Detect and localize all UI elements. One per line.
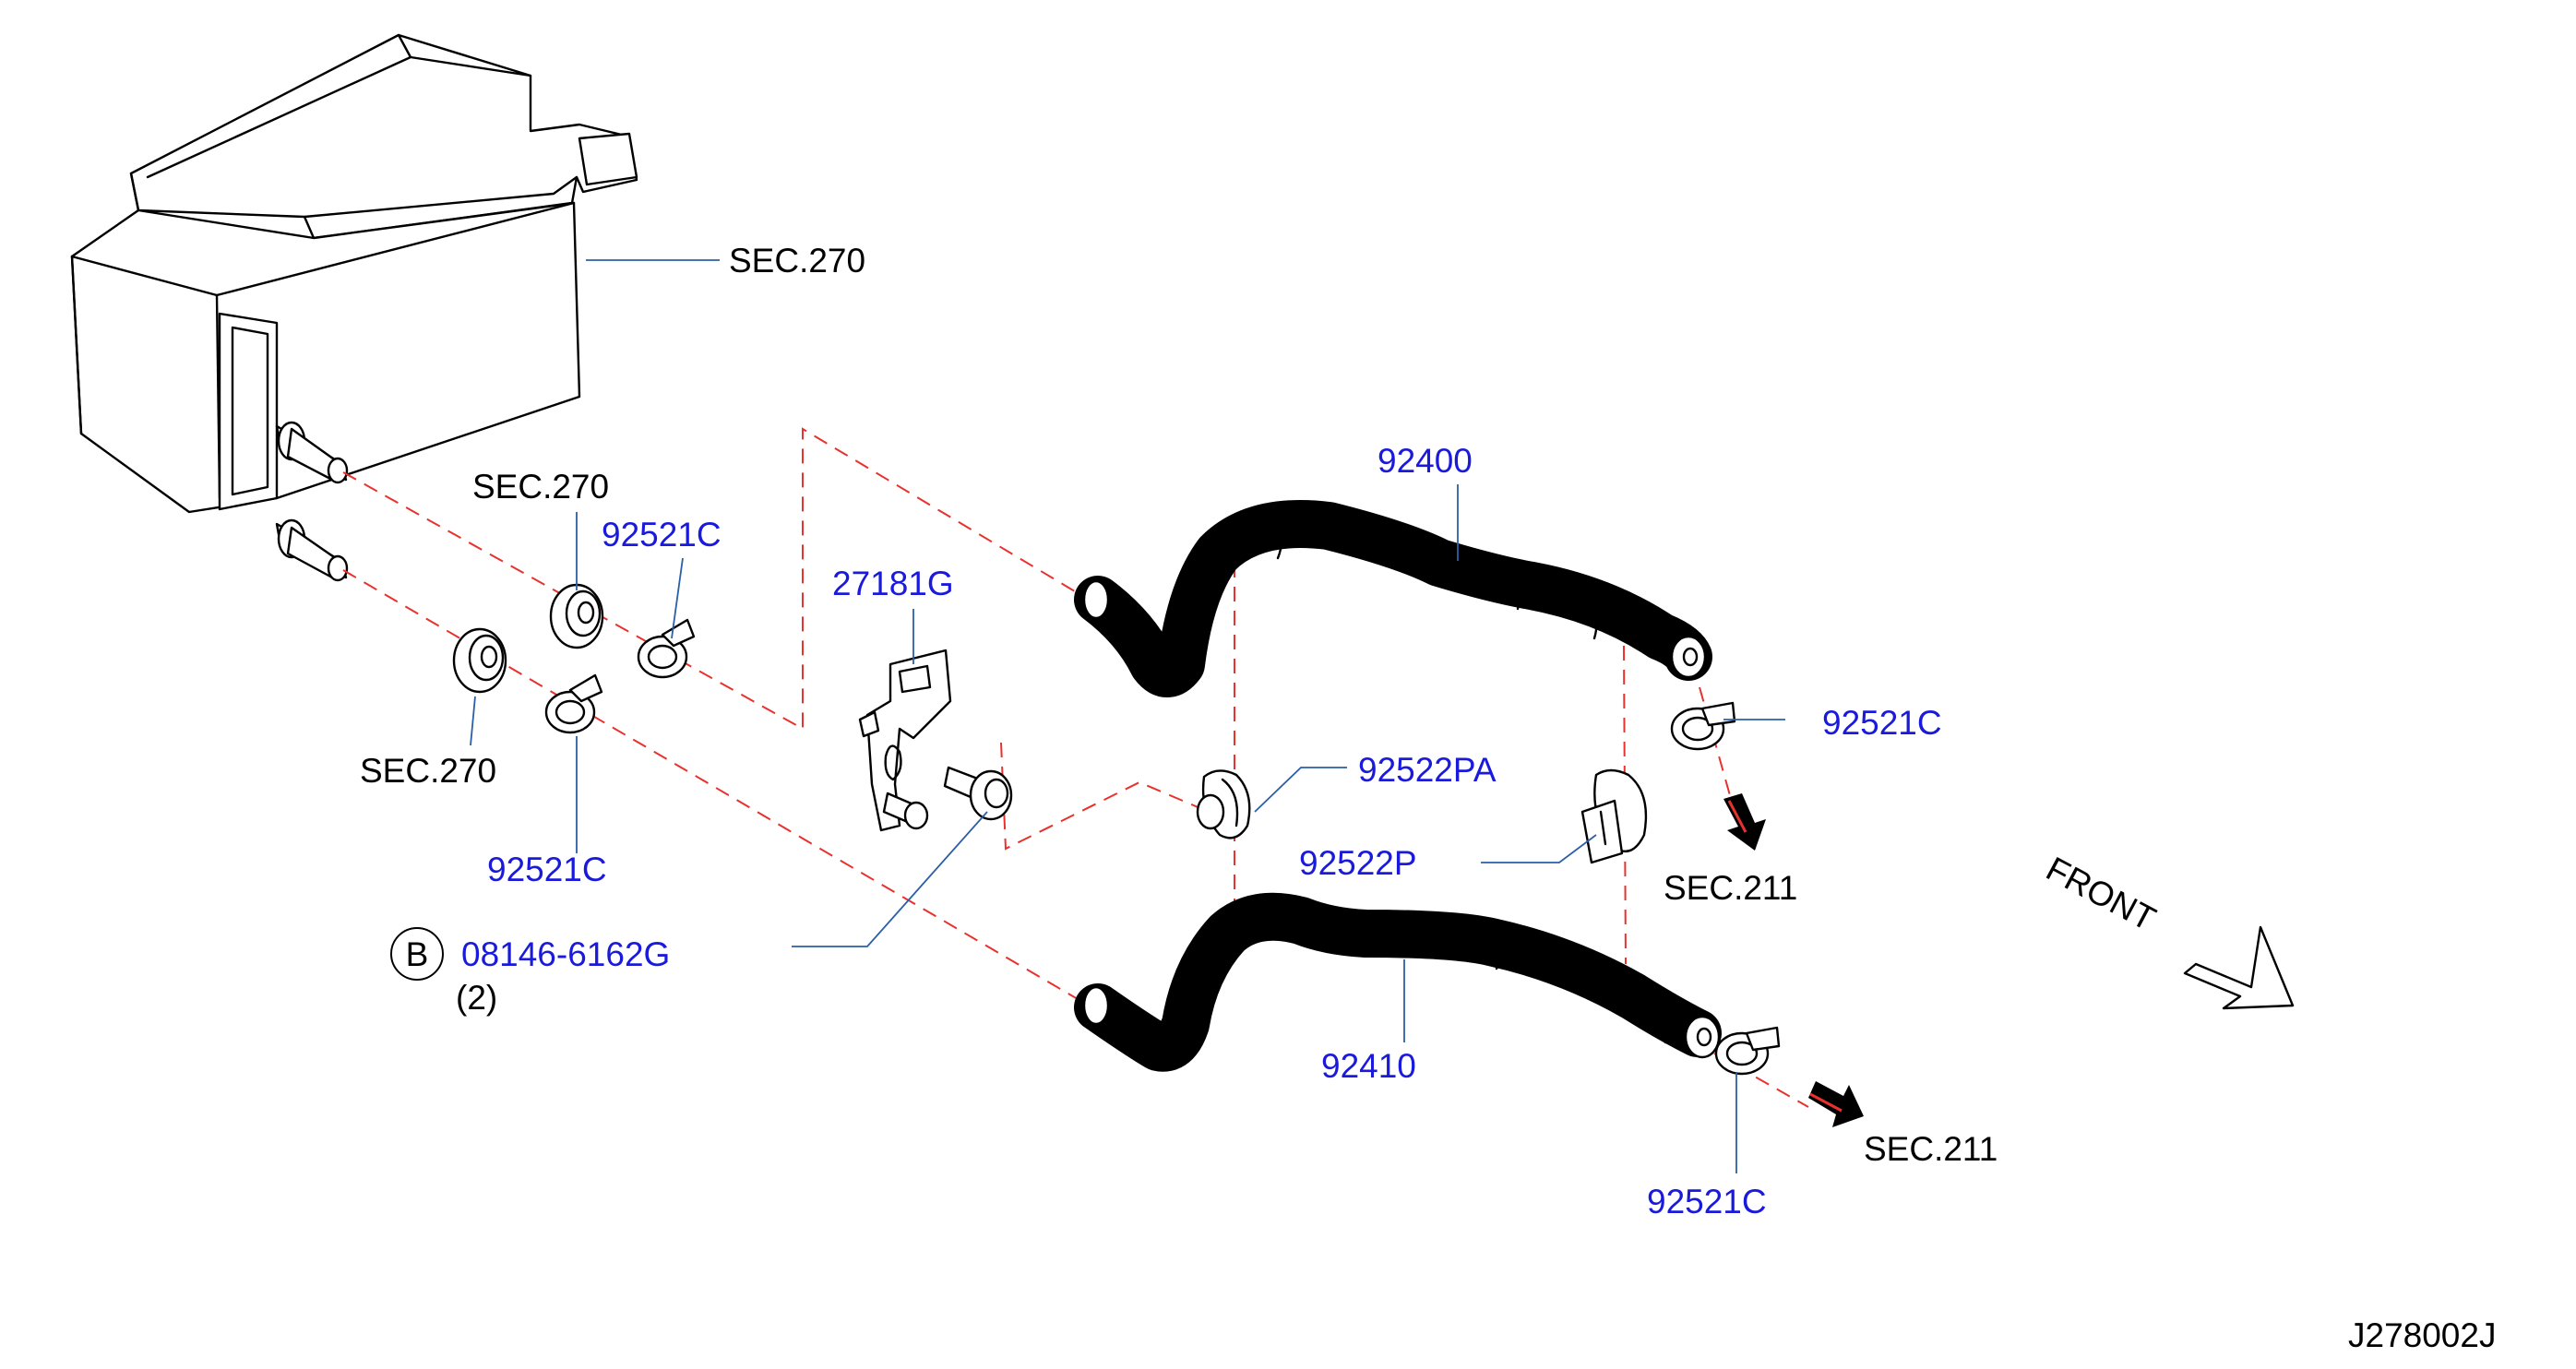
hose-clamp-lower-left bbox=[544, 673, 603, 734]
diagram-id: J278002J bbox=[2348, 1316, 2496, 1354]
hose-upper bbox=[1074, 500, 1712, 697]
section-ref-outlet-lower: SEC.211 bbox=[1864, 1130, 1998, 1168]
leader-lines bbox=[470, 259, 1785, 1173]
part-number-clamp-right-lower: 92521C bbox=[1647, 1183, 1767, 1220]
bolt-marker-circle bbox=[390, 927, 444, 981]
section-ref-outlet-upper: SEC.211 bbox=[1664, 869, 1797, 907]
part-number-bracket: 27181G bbox=[832, 565, 954, 602]
grommet-lower bbox=[452, 627, 507, 694]
section-ref-lower-grommet: SEC.270 bbox=[360, 752, 496, 790]
part-number-hose-lower: 92410 bbox=[1321, 1047, 1416, 1085]
canister-port-upper bbox=[275, 421, 349, 484]
hose-clamp-right-upper bbox=[1670, 701, 1736, 751]
bolt-marker-letter: B bbox=[406, 935, 429, 973]
part-number-clip-p: 92522P bbox=[1299, 844, 1417, 882]
hose-clamp-right-lower bbox=[1714, 1026, 1781, 1076]
part-number-clamp-lower-left: 92521C bbox=[487, 851, 607, 888]
bolt-upper bbox=[943, 766, 1013, 821]
evap-canister bbox=[70, 33, 638, 582]
part-number-clamp-right-upper: 92521C bbox=[1822, 704, 1942, 742]
canister-port-lower bbox=[275, 518, 349, 582]
part-number-hose-upper: 92400 bbox=[1377, 442, 1473, 480]
hose-clip-p bbox=[1580, 768, 1648, 864]
hose-clamp-upper-left bbox=[637, 618, 696, 679]
bolt-quantity: (2) bbox=[456, 979, 497, 1017]
solid-arrow-icon bbox=[1808, 1081, 1864, 1127]
front-direction-label: FRONT bbox=[2040, 850, 2162, 938]
bolt-lower bbox=[882, 792, 929, 830]
hose-clip-pa bbox=[1196, 769, 1251, 839]
section-ref-upper-grommet: SEC.270 bbox=[472, 468, 609, 506]
part-number-clip-pa: 92522PA bbox=[1358, 751, 1497, 789]
outline-arrow-icon bbox=[2183, 925, 2295, 1010]
part-number-bolt: 08146-6162G bbox=[461, 935, 670, 973]
grommet-upper bbox=[549, 583, 604, 649]
hose-lower bbox=[1074, 892, 1722, 1072]
solid-arrow-icon bbox=[1723, 793, 1766, 851]
section-ref-canister: SEC.270 bbox=[729, 242, 865, 280]
part-number-clamp-upper-left: 92521C bbox=[602, 516, 722, 554]
